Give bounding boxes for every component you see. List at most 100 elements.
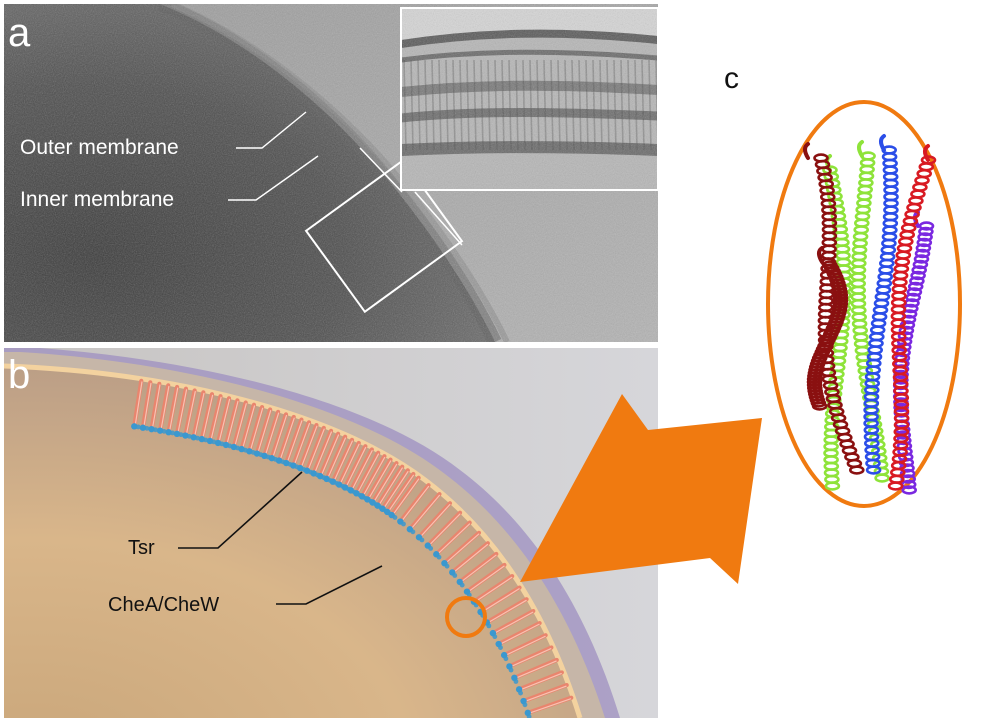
helix-coil — [874, 473, 890, 483]
tsr-receptor — [427, 510, 463, 547]
chea-leader — [276, 565, 383, 605]
tsr-receptor — [325, 434, 348, 480]
tsr-leader — [178, 471, 303, 549]
chea-chew-complex — [419, 537, 425, 543]
tsr-receptor-highlight — [152, 384, 161, 428]
chea-chew-complex — [156, 427, 164, 434]
zoom-connector-right — [414, 191, 463, 246]
tsr-receptor-highlight — [488, 599, 527, 623]
tsr-receptor — [514, 657, 559, 680]
helix-coil — [848, 465, 865, 475]
chea-chew-complex — [526, 714, 532, 718]
tsr-label: Tsr — [128, 537, 155, 559]
tsr-receptor-highlight — [169, 387, 179, 431]
tsr-receptor — [291, 420, 312, 466]
chea-chew-complex — [131, 423, 138, 430]
chea-chew-complex — [182, 432, 189, 439]
tsr-receptor-highlight — [226, 400, 239, 444]
chea-chew-complex — [498, 645, 503, 650]
tsr-receptor — [360, 454, 387, 497]
chea-chew-complex — [459, 582, 465, 588]
tsr-receptor — [473, 574, 515, 603]
chea-chew-complex — [139, 424, 147, 431]
tsr-receptor — [466, 562, 507, 593]
tsr-receptor-highlight — [307, 428, 325, 470]
inset-image — [400, 7, 659, 191]
tsr-receptor — [435, 520, 472, 555]
panel-c: c — [724, 62, 962, 508]
tsr-receptor — [200, 392, 215, 440]
chea-chew-complex — [452, 573, 458, 578]
tsr-receptor — [518, 670, 564, 691]
tsr-receptor-highlight — [363, 456, 386, 496]
tsr-receptor — [183, 388, 197, 436]
chea-chew-complex — [170, 430, 175, 436]
tsr-receptor-highlight — [351, 450, 373, 490]
chea-chew-complex — [178, 432, 184, 438]
chea-chew-complex — [173, 430, 181, 438]
tsr-receptor — [498, 620, 542, 646]
tsr-receptor-highlight — [494, 611, 534, 634]
chea-label: CheA/CheW — [108, 594, 219, 616]
inner-membrane-leader — [228, 155, 319, 201]
tsr-receptor-highlight — [461, 554, 497, 582]
tsr-receptor — [355, 450, 381, 494]
tsr-receptor-highlight — [321, 434, 340, 476]
tsr-receptor — [343, 444, 368, 488]
tsr-receptor — [318, 431, 341, 477]
helix-tip — [857, 140, 864, 158]
chea-chew-complex — [410, 529, 416, 535]
highlight-circle — [445, 596, 487, 638]
tsr-receptor-highlight — [346, 446, 367, 487]
tsr-receptor — [390, 475, 421, 516]
tsr-receptor-highlight — [160, 385, 170, 430]
chea-chew-complex — [492, 634, 498, 640]
zoom-box — [304, 158, 464, 314]
tsr-receptor-highlight — [401, 485, 430, 522]
chea-chew-complex — [401, 521, 406, 527]
tsr-receptor-highlight — [505, 635, 546, 656]
tsr-receptor — [240, 402, 257, 450]
chea-chew-complex — [165, 429, 172, 436]
tsr-receptor-highlight — [515, 660, 557, 679]
tsr-receptor-highlight — [357, 453, 380, 493]
tsr-receptor — [409, 491, 442, 530]
panel-b: Tsr CheA/CheW b — [4, 348, 658, 718]
chea-chew-complex — [135, 424, 141, 430]
panel-a-letter: a — [8, 11, 31, 55]
tsr-receptor — [371, 461, 399, 503]
helix-tip — [879, 134, 886, 152]
tsr-receptor-highlight — [392, 478, 420, 515]
tsr-receptor-highlight — [333, 440, 353, 481]
tsr-receptor-highlight — [177, 389, 188, 433]
tsr-receptor-highlight — [383, 471, 409, 509]
tsr-receptor — [331, 437, 355, 482]
tsr-receptor-highlight — [250, 407, 264, 451]
tsr-receptor — [503, 633, 548, 657]
tsr-receptor-highlight — [378, 467, 403, 505]
tsr-receptor-highlight — [445, 533, 480, 564]
helix-coil — [865, 465, 882, 475]
tsr-receptor — [443, 530, 482, 564]
tsr-receptor-highlight — [429, 513, 461, 546]
tsr-receptor-highlight — [520, 672, 562, 690]
tsr-receptor-highlight — [437, 523, 471, 555]
chea-chew-complex — [508, 667, 514, 673]
tsr-receptor — [255, 407, 273, 454]
tsr-receptor-highlight — [287, 420, 303, 463]
helix-tip — [923, 144, 930, 162]
chea-chew-complex — [161, 428, 167, 434]
tsr-receptor-highlight — [340, 443, 360, 484]
tsr-receptor — [149, 381, 162, 430]
chea-chew-complex — [148, 425, 155, 433]
helix-tip — [817, 246, 824, 264]
chea-chew-complex — [428, 546, 434, 551]
chea-chew-complex — [392, 515, 398, 520]
outer-membrane-label: Outer membrane — [20, 136, 179, 159]
tsr-receptor-highlight — [327, 437, 347, 478]
tsr-receptor — [247, 404, 265, 452]
inner-membrane — [4, 363, 583, 718]
helix-tip — [803, 142, 810, 160]
